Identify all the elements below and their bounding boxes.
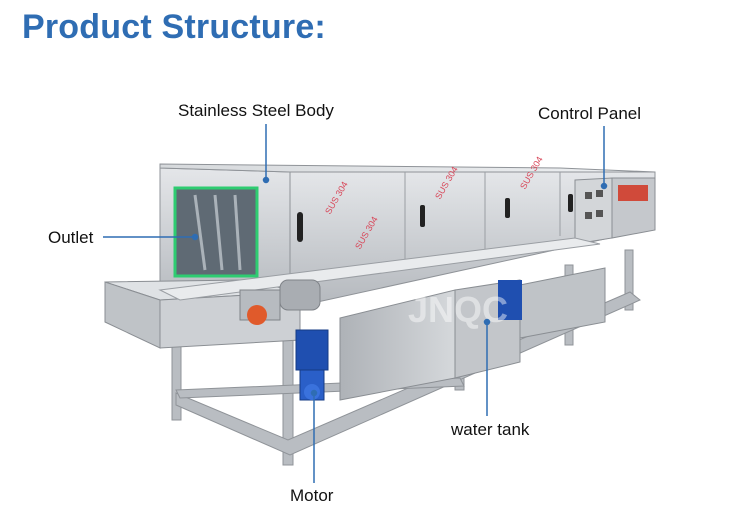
gear-motor <box>239 279 321 325</box>
label-water-tank: water tank <box>451 420 530 439</box>
label-outlet: Outlet <box>48 228 94 247</box>
outlet-opening <box>173 186 259 278</box>
control-panel <box>574 177 656 245</box>
leader-lines <box>103 124 608 483</box>
page-title: Product Structure: <box>22 8 326 46</box>
label-stainless-steel-body: Stainless Steel Body <box>178 101 334 120</box>
label-motor: Motor <box>290 486 334 505</box>
label-control-panel: Control Panel <box>538 104 642 123</box>
pump-motor <box>295 280 522 401</box>
watermark: JNQC <box>408 289 508 330</box>
